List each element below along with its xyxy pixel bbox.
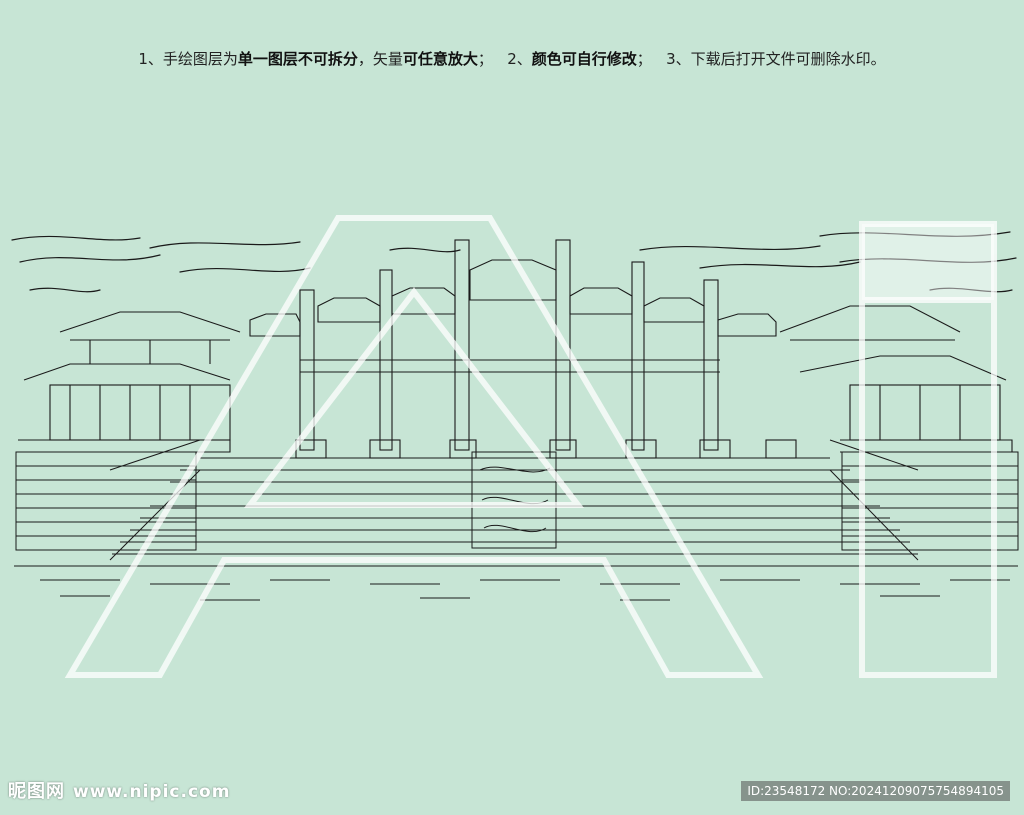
site-url: www.nipic.com [73, 782, 231, 802]
left-pavilion [18, 311, 241, 453]
ai-watermark-dot [862, 224, 994, 300]
ground-strokes [14, 565, 1018, 601]
instruction-2-emphasis: 颜色可自行修改 [531, 50, 637, 68]
instruction-2-end: ； [636, 50, 652, 68]
instruction-1-emphasis-2: 可任意放大 [402, 50, 478, 68]
brick-walls [15, 451, 1019, 551]
instruction-2-prefix: 2、 [507, 50, 532, 68]
ai-watermark [64, 215, 997, 678]
instruction-1-prefix: 1、手绘图层为 [138, 50, 238, 68]
site-logo-name: 昵图网 [8, 781, 65, 802]
grand-staircase [109, 439, 919, 561]
instruction-3: 3、下载后打开文件可删除水印。 [666, 50, 886, 68]
instructions-text: 1、手绘图层为单一图层不可拆分，矢量可任意放大； 2、颜色可自行修改； 3、下载… [0, 48, 1024, 69]
instruction-1-end: ； [477, 50, 493, 68]
right-pavilion [779, 305, 1013, 453]
image-id-badge: ID:23548172 NO:20241209075754894105 [741, 781, 1010, 801]
watermark-footer: 昵图网 www.nipic.com ID:23548172 NO:20241209… [0, 775, 1024, 815]
instruction-1-emphasis: 单一图层不可拆分 [237, 50, 358, 68]
instruction-1-mid: ，矢量 [357, 50, 403, 68]
site-logo: 昵图网 www.nipic.com [8, 777, 230, 803]
